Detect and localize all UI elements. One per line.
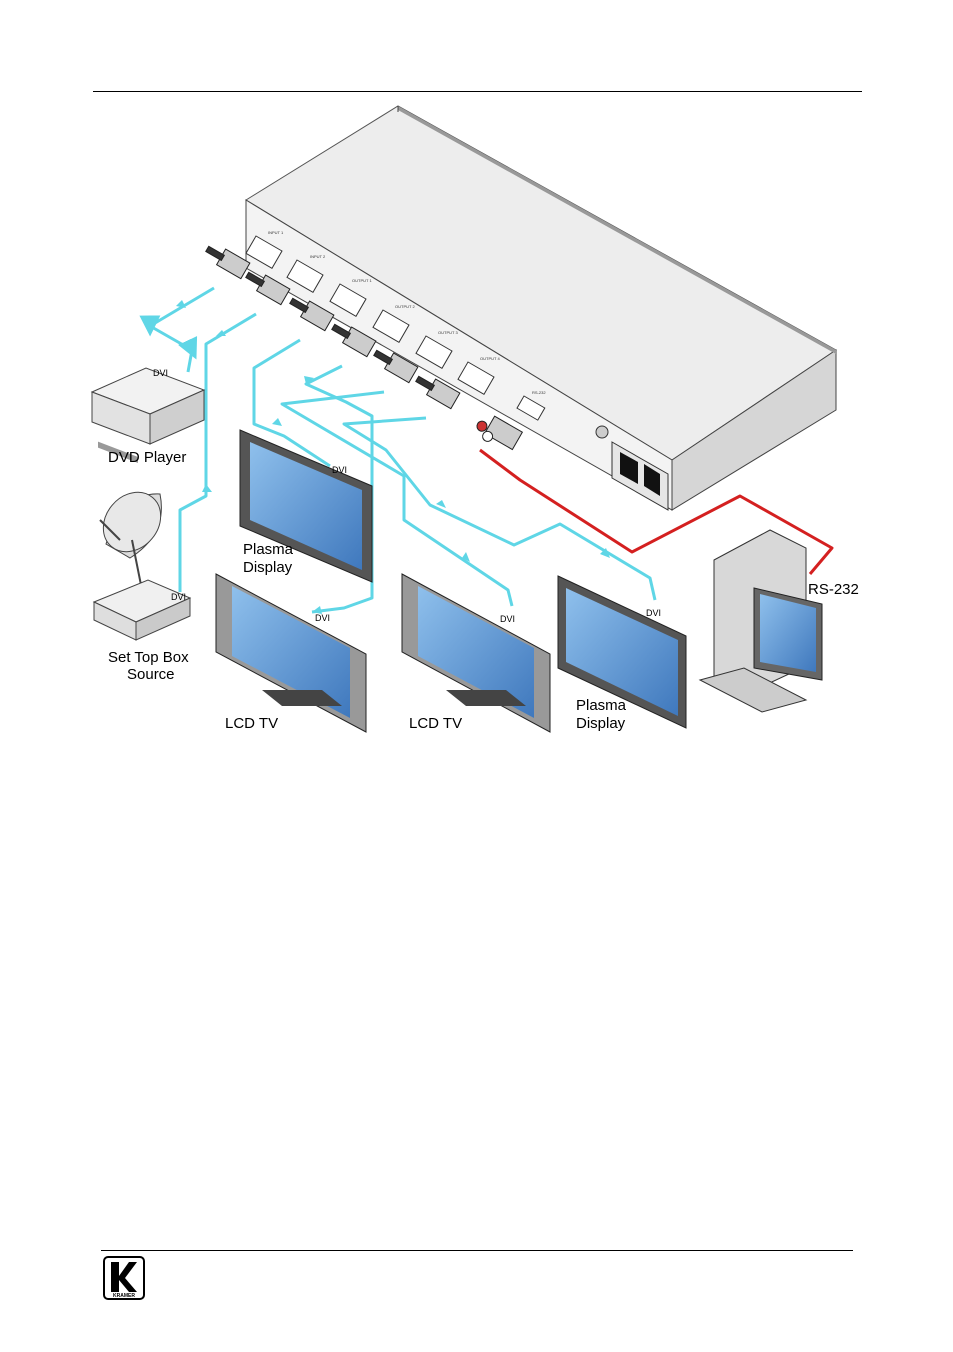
port-label: OUTPUT 3 — [438, 330, 458, 335]
dvi-label: DVI — [315, 613, 330, 623]
rs232-label: RS-232 — [808, 581, 859, 598]
set-top-box-label: Set Top Box — [108, 649, 189, 666]
dvi-label: DVI — [646, 608, 661, 618]
port-label: INPUT 1 — [268, 230, 284, 235]
dvi-label: DVI — [153, 368, 168, 378]
port-label: OUTPUT 2 — [395, 304, 415, 309]
dvd-player-label: DVD Player — [108, 449, 186, 466]
connection-diagram: INPUT 1 INPUT 2 OUTPUT 1 OUTPUT 2 OUTPUT… — [0, 0, 953, 800]
lcd-tv-1 — [216, 574, 366, 732]
kramer-logo: KRAMER — [103, 1256, 145, 1300]
set-top-box — [92, 481, 190, 640]
port-label: RS-232 — [532, 390, 546, 395]
dvi-label: DVI — [500, 614, 515, 624]
plasma-1-label: Plasma — [243, 541, 294, 558]
footer-rule — [101, 1250, 853, 1251]
dvi-label: DVI — [332, 465, 347, 475]
port-label: INPUT 2 — [310, 254, 326, 259]
port-label: OUTPUT 4 — [480, 356, 500, 361]
dvi-label: DVI — [171, 592, 186, 602]
controller-pc — [700, 530, 822, 712]
plasma-2-label: Plasma — [576, 697, 627, 714]
lcd-tv-2-label: LCD TV — [409, 715, 462, 732]
lcd-tv-2 — [402, 574, 550, 732]
plasma-1-label: Display — [243, 559, 293, 576]
port-label: OUTPUT 1 — [352, 278, 372, 283]
lcd-tv-1-label: LCD TV — [225, 715, 278, 732]
logo-text: KRAMER — [113, 1293, 135, 1299]
plasma-2-label: Display — [576, 715, 626, 732]
switcher-unit — [246, 106, 836, 510]
set-top-box-label: Source — [127, 666, 175, 683]
